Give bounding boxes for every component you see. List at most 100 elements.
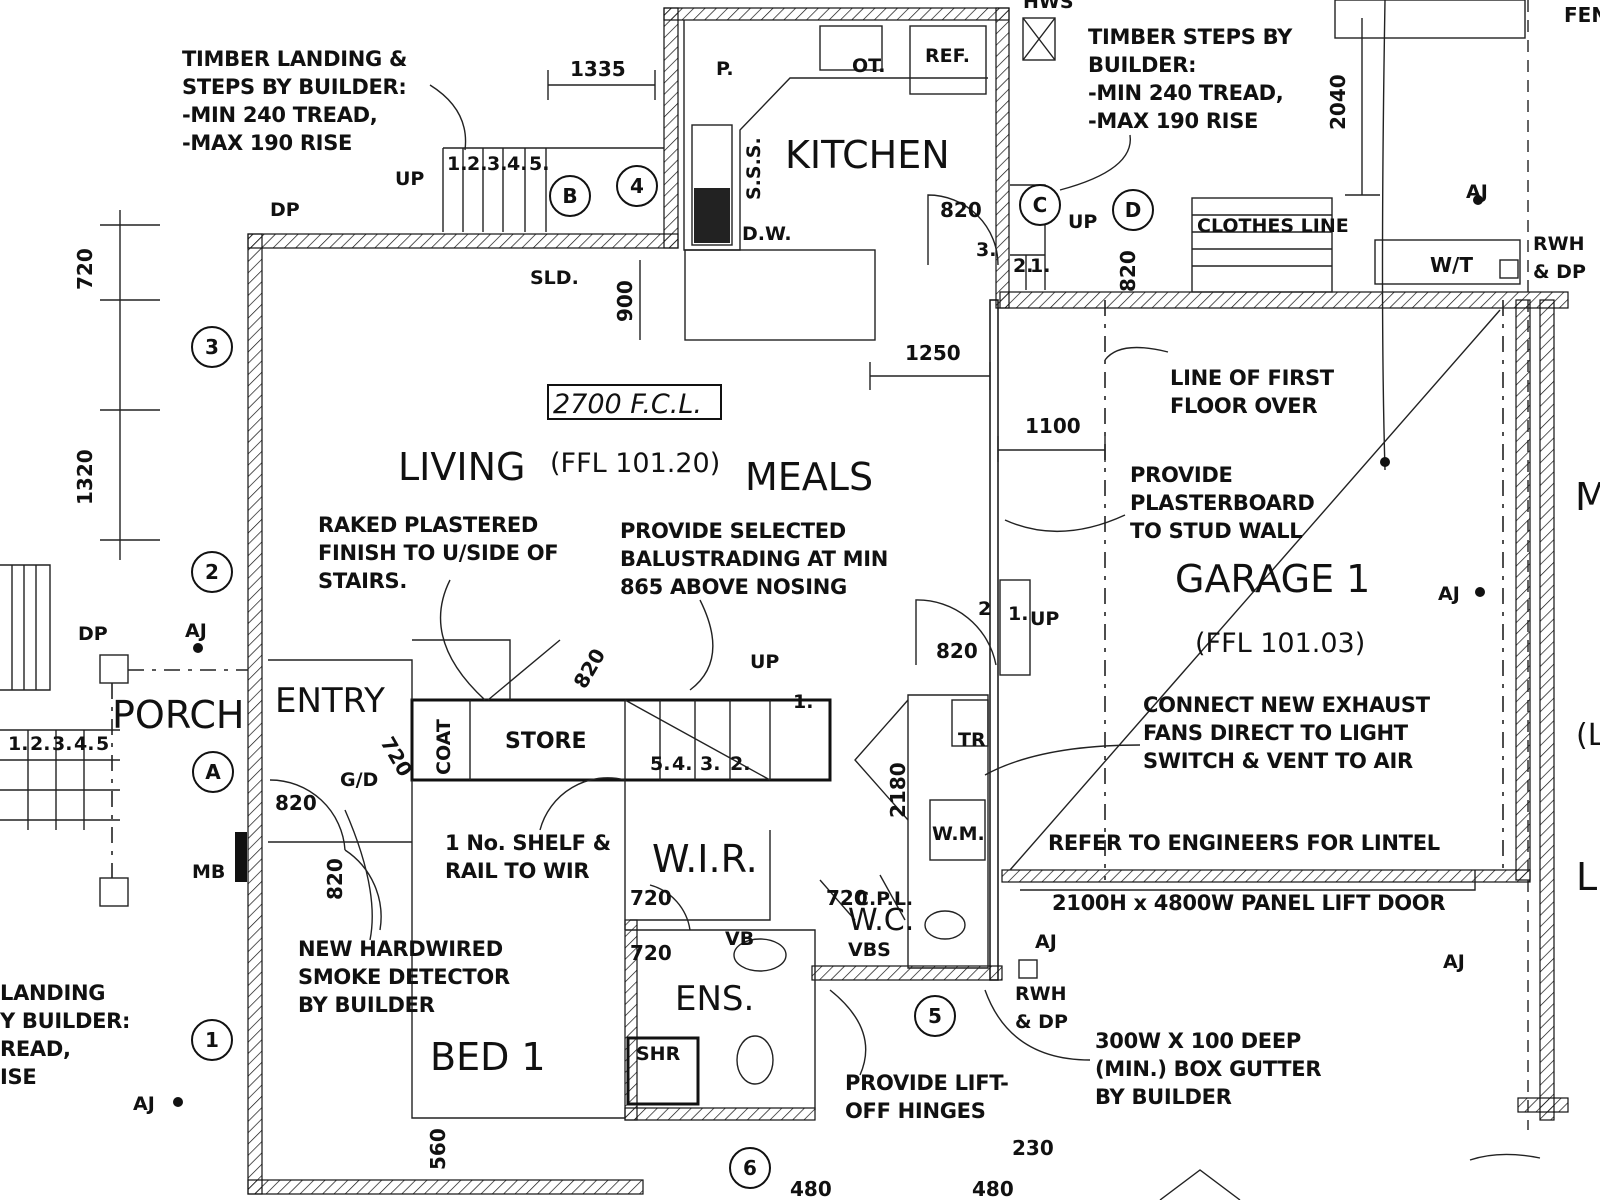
dim-820d: 820 — [569, 644, 611, 692]
svg-text:STEPS BY BUILDER:: STEPS BY BUILDER: — [182, 75, 407, 99]
svg-text:Y BUILDER:: Y BUILDER: — [0, 1009, 130, 1033]
note-line-first-floor: LINE OF FIRST FLOOR OVER — [1170, 366, 1335, 418]
wall-ens-bottom — [624, 1107, 816, 1121]
dim-2040: 2040 — [1326, 74, 1350, 130]
grid-marker-d: D — [1125, 198, 1142, 222]
kitchen-island — [684, 249, 876, 341]
svg-text:FLOOR OVER: FLOOR OVER — [1170, 394, 1317, 418]
wall-wir-inner — [630, 830, 771, 921]
svg-text:PROVIDE LIFT-: PROVIDE LIFT- — [845, 1071, 1009, 1095]
leader-4 — [1004, 514, 1126, 532]
door-laundry — [854, 699, 909, 821]
svg-text:5.: 5. — [529, 153, 549, 175]
fence-box — [1334, 0, 1526, 39]
kitchen-bench — [683, 20, 988, 251]
wc-pan — [924, 910, 966, 940]
steps-mid-numbers: 5. 4. 3. 2. 1. — [650, 691, 813, 775]
room-ens: ENS. — [675, 979, 754, 1019]
label-oven: OT. — [852, 55, 885, 77]
porch-post-top — [99, 654, 129, 684]
grid-marker-a: A — [205, 760, 221, 784]
lift-door-line — [1020, 870, 1476, 891]
svg-text:OFF HINGES: OFF HINGES — [845, 1099, 986, 1123]
svg-text:CONNECT NEW EXHAUST: CONNECT NEW EXHAUST — [1143, 693, 1431, 717]
svg-text:2.: 2. — [730, 753, 750, 775]
wall-wir — [624, 780, 816, 1110]
wall-garage-front — [1001, 869, 1531, 883]
svg-text:STAIRS.: STAIRS. — [318, 569, 407, 593]
label-up-1: UP — [395, 168, 424, 190]
door-entry — [269, 779, 346, 851]
svg-text:PROVIDE SELECTED: PROVIDE SELECTED — [620, 519, 846, 543]
wall-top-living — [247, 233, 679, 249]
fridge-space — [909, 25, 987, 95]
leader-dot — [1380, 457, 1390, 467]
ffl-living: (FFL 101.20) — [550, 448, 720, 479]
dim-230: 230 — [1012, 1136, 1054, 1160]
label-rwh-2: RWH — [1015, 983, 1067, 1005]
grid-marker-labels: 3 2 1 4 5 6 A B C D — [205, 174, 1141, 1180]
porch-line — [111, 669, 248, 878]
wall-far-right — [1539, 299, 1555, 1121]
edge-l: L — [1576, 855, 1597, 899]
svg-text:BY BUILDER: BY BUILDER — [298, 993, 435, 1017]
label-dw: D.W. — [742, 223, 792, 245]
svg-text:FANS DIRECT TO LIGHT: FANS DIRECT TO LIGHT — [1143, 721, 1409, 745]
note-left-landing: LANDING Y BUILDER: READ, ISE — [0, 981, 130, 1089]
dim-820e: 820 — [275, 791, 317, 815]
steps-r-numbers: 2 1. — [978, 598, 1028, 625]
leader-9 — [829, 989, 867, 1076]
door-kitchen — [927, 194, 999, 266]
wall-bed1 — [411, 780, 625, 1119]
leader-10 — [984, 989, 1091, 1061]
door-garage — [915, 599, 997, 666]
room-entry: ENTRY — [275, 681, 385, 721]
svg-text:-MIN 240 TREAD,: -MIN 240 TREAD, — [1088, 81, 1283, 105]
water-tank — [1374, 239, 1521, 285]
room-kitchen: KITCHEN — [785, 133, 950, 177]
leader-3 — [1104, 346, 1169, 361]
label-gd: G/D — [340, 769, 378, 791]
leader-7 — [984, 744, 1141, 776]
svg-text:SWITCH & VENT TO AIR: SWITCH & VENT TO AIR — [1143, 749, 1413, 773]
svg-text:5.: 5. — [650, 753, 670, 775]
dim-820b: 820 — [1116, 250, 1140, 292]
dim-720c: 720 — [630, 886, 672, 910]
trough-label: TR — [958, 729, 986, 751]
ffl-garage: (FFL 101.03) — [1195, 628, 1365, 659]
svg-text:-MAX 190 RISE: -MAX 190 RISE — [182, 131, 352, 155]
steps-c-numbers: 3. 2. 1. — [976, 239, 1050, 277]
steps-left-numbers: 1. 2. 3. 4. 5 — [8, 733, 109, 755]
wall-laundry — [907, 694, 989, 969]
label-dp-1: DP — [270, 199, 300, 221]
grid-marker-3: 3 — [205, 335, 219, 359]
label-up-3: UP — [1030, 608, 1059, 630]
svg-text:1 No. SHELF &: 1 No. SHELF & — [445, 831, 611, 855]
note-exhaust: CONNECT NEW EXHAUST FANS DIRECT TO LIGHT… — [1143, 693, 1431, 773]
dim-720d: 720 — [630, 941, 672, 965]
wall-wc — [811, 965, 1003, 981]
svg-text:3.: 3. — [487, 153, 507, 175]
label-aj-4: AJ — [1466, 181, 1488, 203]
svg-text:LANDING: LANDING — [0, 981, 105, 1005]
svg-text:RAKED PLASTERED: RAKED PLASTERED — [318, 513, 538, 537]
svg-text:ISE: ISE — [0, 1065, 36, 1089]
watermark-swoosh — [1469, 1153, 1541, 1161]
clothes-line-label-1: CLOTHES LINE — [1197, 215, 1349, 237]
top-steps — [442, 147, 664, 232]
grid-marker-6: 6 — [743, 1156, 757, 1180]
room-bed1: BED 1 — [430, 1035, 546, 1079]
label-aj-2: AJ — [133, 1093, 155, 1115]
leader-2 — [1059, 134, 1131, 191]
grid-marker-2: 2 — [205, 560, 219, 584]
svg-text:TIMBER STEPS BY: TIMBER STEPS BY — [1088, 25, 1293, 49]
svg-text:2.: 2. — [467, 153, 487, 175]
label-mb: MB — [192, 861, 225, 883]
grid-marker-1: 1 — [205, 1028, 219, 1052]
edge-fen: FEN — [1564, 3, 1600, 27]
svg-text:TIMBER LANDING &: TIMBER LANDING & — [182, 47, 407, 71]
label-vb: VB — [725, 928, 754, 950]
svg-text:5: 5 — [96, 733, 109, 755]
dim-720e: 720 — [826, 886, 868, 910]
aj-point-1 — [193, 643, 203, 653]
